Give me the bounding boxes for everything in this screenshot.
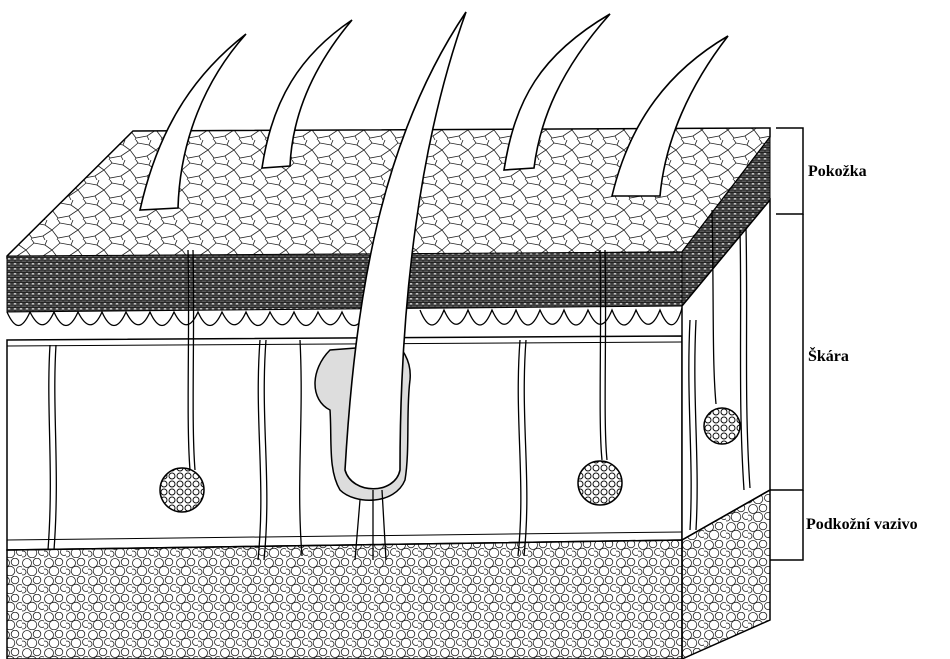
bracket-podkozni	[770, 490, 803, 560]
bracket-pokozka	[776, 128, 803, 214]
sweat-gland	[160, 468, 204, 512]
sweat-gland	[578, 461, 622, 505]
layer-label-dermis: Škára	[808, 346, 849, 365]
layer-label-epidermis: Pokožka	[808, 163, 867, 180]
epidermis-dense-layer	[7, 252, 682, 312]
layer-brackets	[770, 128, 803, 560]
layer-label-subcutis: Podkožní vazivo	[806, 516, 918, 533]
bracket-skara	[770, 214, 803, 490]
sweat-gland	[704, 408, 740, 444]
subcutaneous-fat-front	[7, 540, 682, 659]
